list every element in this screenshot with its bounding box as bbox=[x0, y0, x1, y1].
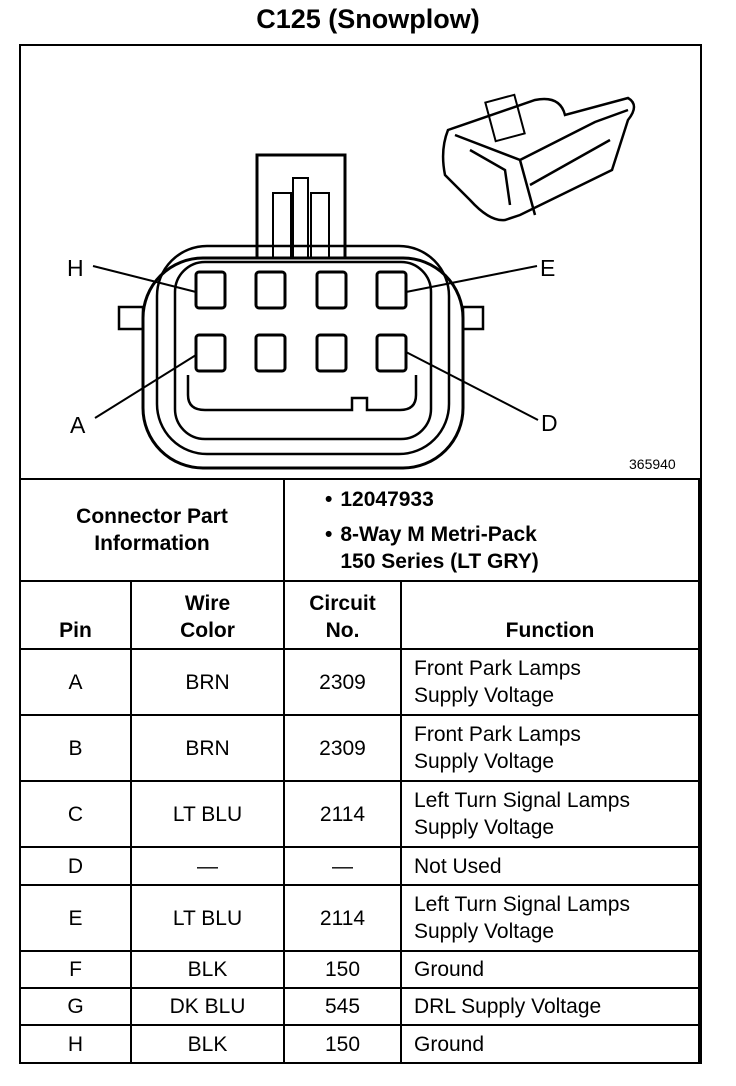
pin-cell: C bbox=[19, 780, 132, 848]
header-wire-color: Wire Color bbox=[180, 592, 235, 642]
page-title: C125 (Snowplow) bbox=[256, 4, 480, 34]
function-cell: Not Used bbox=[400, 846, 700, 886]
description-line2: 150 Series (LT GRY) bbox=[340, 549, 539, 573]
function-line2: Supply Voltage bbox=[414, 816, 555, 839]
pin-cell: G bbox=[19, 987, 132, 1026]
pin-cell: B bbox=[19, 714, 132, 782]
connector-shell bbox=[141, 256, 465, 470]
wire-color-cell: BRN bbox=[130, 714, 285, 782]
connector-diagram: H E A D 365940 bbox=[67, 93, 676, 472]
header-row: Pin Wire Color Circuit No. Function bbox=[19, 580, 700, 650]
wire-color-cell: — bbox=[130, 846, 285, 886]
header-pin: Pin bbox=[19, 580, 132, 650]
function-line1: Left Turn Signal Lamps bbox=[414, 789, 630, 812]
pin-cell: D bbox=[19, 846, 132, 886]
function-line1: Ground bbox=[414, 958, 485, 981]
function-line2: Supply Voltage bbox=[414, 684, 555, 707]
table-row: D — — Not Used bbox=[19, 846, 700, 886]
circuit-cell: 2114 bbox=[283, 780, 402, 848]
header-function: Function bbox=[400, 580, 700, 650]
wire-color-cell: BLK bbox=[130, 1024, 285, 1064]
connector-3d-icon bbox=[441, 93, 636, 222]
description-line1: 8-Way M Metri-Pack bbox=[340, 522, 537, 546]
circuit-cell: 2114 bbox=[283, 884, 402, 952]
latch bbox=[255, 153, 347, 262]
wire-color-cell: BRN bbox=[130, 648, 285, 716]
circuit-cell: 150 bbox=[283, 1024, 402, 1064]
function-line1: Left Turn Signal Lamps bbox=[414, 893, 630, 916]
function-cell: Ground bbox=[400, 1024, 700, 1064]
function-line2: Supply Voltage bbox=[414, 750, 555, 773]
table-row: G DK BLU 545 DRL Supply Voltage bbox=[19, 987, 700, 1026]
pin-label-h: H bbox=[67, 255, 84, 281]
wire-color-cell: DK BLU bbox=[130, 987, 285, 1026]
table-row: F BLK 150 Ground bbox=[19, 950, 700, 989]
connector-table: Connector Part Information • 12047933 • 8-… bbox=[19, 478, 700, 1064]
header-circuit: Circuit No. bbox=[309, 592, 376, 642]
circuit-cell: — bbox=[283, 846, 402, 886]
pin-cell: A bbox=[19, 648, 132, 716]
pin-label-e: E bbox=[540, 255, 555, 281]
connector-info-row: Connector Part Information • 12047933 • 8-… bbox=[19, 478, 700, 582]
circuit-cell: 545 bbox=[283, 987, 402, 1026]
function-cell: Ground bbox=[400, 950, 700, 989]
function-line1: Not Used bbox=[414, 854, 502, 878]
function-line1: Ground bbox=[414, 1032, 485, 1056]
function-line1: Front Park Lamps bbox=[414, 657, 581, 680]
table-row: H BLK 150 Ground bbox=[19, 1024, 700, 1064]
figure-number: 365940 bbox=[629, 456, 676, 472]
function-line1: DRL Supply Voltage bbox=[414, 995, 602, 1018]
function-cell: DRL Supply Voltage bbox=[400, 987, 700, 1026]
circuit-cell: 2309 bbox=[283, 714, 402, 782]
wire-color-cell: BLK bbox=[130, 950, 285, 989]
connector-info-label: Connector Part Information bbox=[19, 478, 285, 582]
pin-label-a: A bbox=[70, 412, 86, 438]
wire-color-cell: LT BLU bbox=[130, 884, 285, 952]
pin-cell: F bbox=[19, 950, 132, 989]
circuit-cell: 150 bbox=[283, 950, 402, 989]
pin-cell: H bbox=[19, 1024, 132, 1064]
wire-color-cell: LT BLU bbox=[130, 780, 285, 848]
pin-label-d: D bbox=[541, 410, 558, 436]
bullet: • bbox=[325, 487, 333, 511]
function-line1: Front Park Lamps bbox=[414, 723, 581, 746]
circuit-cell: 2309 bbox=[283, 648, 402, 716]
bullet: • bbox=[325, 522, 333, 546]
part-number: 12047933 bbox=[340, 487, 434, 511]
function-line2: Supply Voltage bbox=[414, 920, 555, 943]
pin-cell: E bbox=[19, 884, 132, 952]
